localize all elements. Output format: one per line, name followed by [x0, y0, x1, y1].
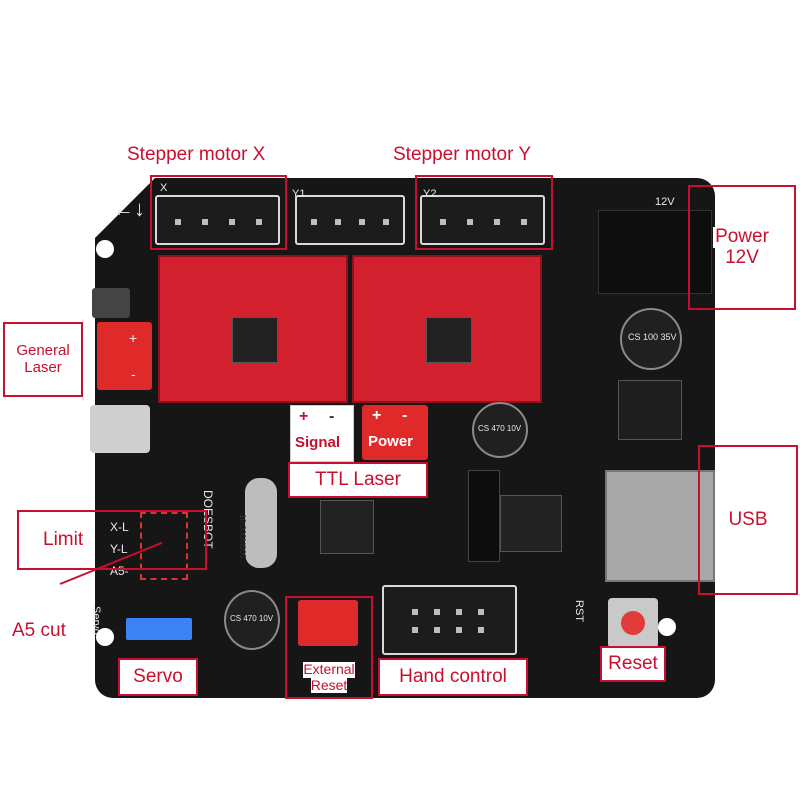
capacitor-100uf: CS 100 35V — [620, 308, 682, 370]
pin-header — [468, 470, 500, 562]
crystal-label: 16.000M805 — [238, 514, 247, 559]
box-general-laser: General Laser — [3, 322, 83, 397]
stepper-x-connector — [155, 195, 280, 245]
silk-servo: Servo — [90, 606, 102, 635]
general-laser-connector: + - — [97, 322, 152, 390]
external-reset-connector — [298, 600, 358, 646]
label-power-12v-line2: 12V — [723, 246, 761, 269]
silk-xl: X-L — [110, 520, 129, 534]
driver-chip — [426, 317, 472, 363]
cap-label: CS 100 35V — [628, 332, 677, 342]
plus-sign: + — [129, 330, 138, 346]
voltage-regulator — [618, 380, 682, 440]
label-stepper-y: Stepper motor Y — [393, 144, 532, 165]
reset-button-body — [608, 598, 658, 648]
box-hand-control: Hand control — [378, 658, 528, 696]
label-power-12v-line1: Power — [713, 225, 771, 248]
label-external-reset-line1: External — [303, 661, 355, 678]
silk-x: X — [160, 182, 168, 194]
signal-plus: + — [299, 408, 309, 425]
power-plus: + — [372, 407, 382, 424]
silk-y2: Y2 — [423, 188, 437, 200]
silk-a5: A5- — [110, 564, 129, 578]
crystal-oscillator: 16.000M805 — [238, 478, 277, 568]
silk-yl: Y-L — [110, 542, 128, 556]
silk-rst: RST — [573, 600, 585, 622]
stepper-driver-x — [158, 255, 348, 403]
box-ttl-laser: TTL Laser — [288, 462, 428, 498]
box-stepper-x — [150, 175, 287, 250]
buzzer — [90, 405, 150, 453]
mount-hole — [96, 628, 114, 646]
stepper-y1-connector — [295, 195, 405, 245]
label-reset: Reset — [608, 652, 658, 674]
power-minus: - — [402, 407, 408, 424]
axis-arrow-icon: ←↓ — [112, 196, 145, 221]
minus-sign: - — [131, 366, 136, 382]
dc-power-jack — [598, 210, 712, 294]
label-hand-control: Hand control — [399, 665, 507, 687]
cap-label: CS 470 10V — [478, 424, 522, 433]
stepper-driver-y — [352, 255, 542, 403]
label-usb: USB — [726, 508, 770, 531]
signal-minus: - — [329, 408, 335, 425]
driver-chip — [232, 317, 278, 363]
label-stepper-x: Stepper motor X — [127, 144, 266, 165]
label-a5-cut: A5 cut — [12, 620, 66, 641]
box-external-reset: External Reset — [285, 596, 373, 699]
inductor — [92, 288, 130, 318]
silk-y1: Y1 — [292, 188, 306, 200]
capacitor-470uf-top: CS 470 10V — [472, 402, 528, 458]
hand-control-connector — [382, 585, 517, 655]
usb-serial-chip — [500, 495, 562, 552]
box-servo: Servo — [118, 658, 198, 696]
microcontroller — [320, 500, 374, 554]
signal-label: Signal — [295, 434, 341, 451]
reset-button-cap[interactable] — [621, 611, 645, 635]
label-ttl-laser: TTL Laser — [315, 468, 401, 490]
mount-hole — [96, 240, 114, 258]
silk-12v: 12V — [655, 196, 675, 208]
limit-switch-header — [140, 512, 188, 580]
cap-label: CS 470 10V — [230, 614, 274, 623]
signal-connector: + - Signal — [290, 405, 354, 462]
box-limit: Limit — [17, 510, 207, 570]
laser-power-connector: + - Power — [362, 405, 428, 460]
power-small-label: Power — [368, 433, 414, 450]
capacitor-470uf-bottom: CS 470 10V — [224, 590, 280, 650]
label-servo: Servo — [133, 665, 183, 687]
box-stepper-y — [415, 175, 553, 250]
label-external-reset-line2: Reset — [310, 676, 348, 693]
mount-hole — [658, 618, 676, 636]
usb-b-port — [605, 470, 715, 582]
box-reset: Reset — [600, 646, 666, 682]
stepper-y2-connector — [420, 195, 545, 245]
label-general-laser-line2: Laser — [24, 358, 62, 376]
board-notch — [95, 178, 155, 238]
label-general-laser-line1: General — [16, 342, 70, 359]
box-usb: USB — [698, 445, 798, 595]
servo-header — [126, 618, 192, 640]
label-limit: Limit — [41, 528, 86, 551]
box-power-12v: Power 12V — [688, 185, 796, 310]
